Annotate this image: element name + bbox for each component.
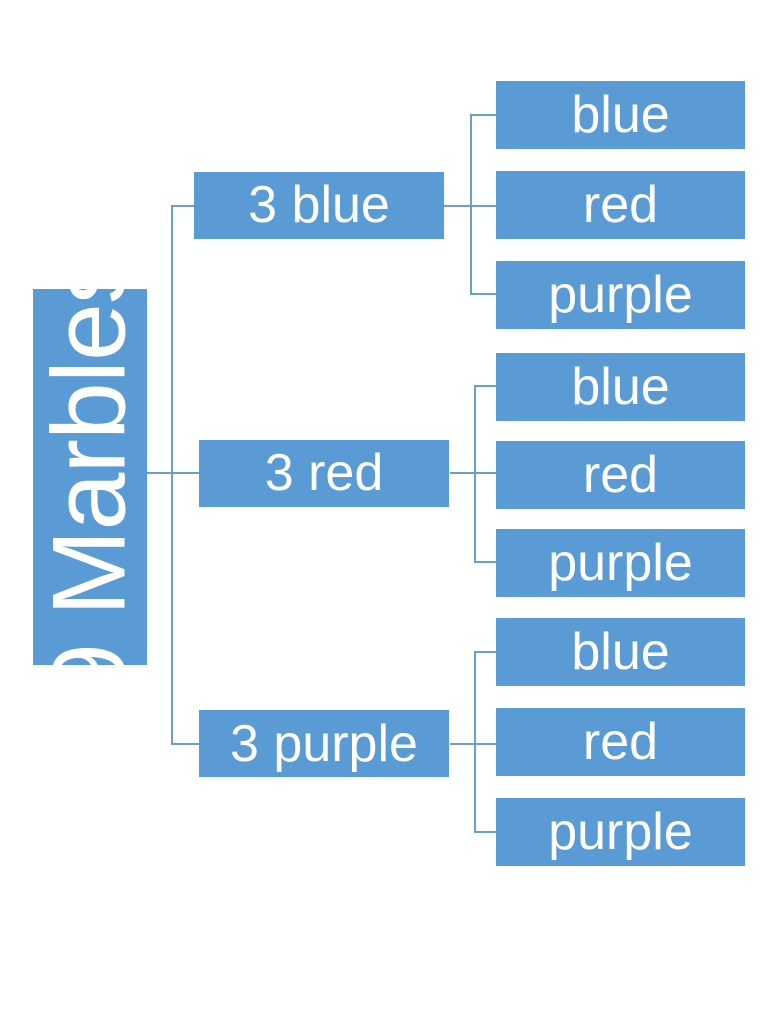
- connector-root-to-branch-1: [171, 205, 196, 207]
- connector-branch-1-leaf-2: [470, 205, 498, 207]
- node-leaf-red-red[interactable]: red: [496, 441, 745, 509]
- node-leaf-purple-red[interactable]: red: [496, 708, 745, 776]
- node-root-label: 9 Marbles: [31, 253, 148, 701]
- node-leaf-label: red: [582, 445, 659, 504]
- node-leaf-label: red: [582, 175, 659, 234]
- connector-root-spine: [171, 205, 173, 745]
- connector-branch-2-leaf-3: [474, 561, 498, 563]
- node-branch-red[interactable]: 3 red: [199, 440, 449, 507]
- node-leaf-label: red: [582, 712, 659, 771]
- node-leaf-blue-red[interactable]: red: [496, 171, 745, 239]
- node-leaf-label: blue: [571, 622, 670, 681]
- node-branch-blue-label: 3 blue: [248, 176, 390, 235]
- connector-branch-2-leaf-2: [474, 472, 498, 474]
- connector-root-to-branch-2: [171, 472, 201, 474]
- node-branch-purple[interactable]: 3 purple: [199, 710, 449, 777]
- node-branch-blue[interactable]: 3 blue: [194, 172, 444, 239]
- connector-branch-1-stub: [444, 205, 472, 207]
- connector-root-to-branch-3: [171, 743, 201, 745]
- connector-branch-2-leaf-1: [474, 385, 498, 387]
- connector-branch-1-spine: [470, 114, 472, 294]
- connector-branch-1-leaf-1: [470, 114, 498, 116]
- node-leaf-blue-blue[interactable]: blue: [496, 81, 745, 149]
- node-leaf-purple-purple[interactable]: purple: [496, 798, 745, 866]
- node-leaf-label: purple: [548, 265, 693, 324]
- connector-branch-3-spine: [474, 651, 476, 833]
- node-leaf-label: purple: [548, 802, 693, 861]
- connector-branch-2-stub: [450, 472, 476, 474]
- node-branch-red-label: 3 red: [264, 444, 384, 503]
- connector-branch-1-leaf-3: [470, 293, 498, 295]
- node-leaf-red-blue[interactable]: blue: [496, 353, 745, 421]
- connector-branch-3-leaf-1: [474, 651, 498, 653]
- node-leaf-label: blue: [571, 85, 670, 144]
- connector-root-stub: [147, 472, 173, 474]
- connector-branch-3-stub: [450, 743, 476, 745]
- node-root[interactable]: 9 Marbles: [31, 253, 147, 701]
- connector-branch-3-leaf-2: [474, 743, 498, 745]
- node-leaf-blue-purple[interactable]: purple: [496, 261, 745, 329]
- node-leaf-label: blue: [571, 357, 670, 416]
- connector-branch-3-leaf-3: [474, 831, 498, 833]
- node-leaf-purple-blue[interactable]: blue: [496, 618, 745, 686]
- node-leaf-label: purple: [548, 533, 693, 592]
- node-branch-purple-label: 3 purple: [230, 714, 418, 773]
- node-leaf-red-purple[interactable]: purple: [496, 529, 745, 597]
